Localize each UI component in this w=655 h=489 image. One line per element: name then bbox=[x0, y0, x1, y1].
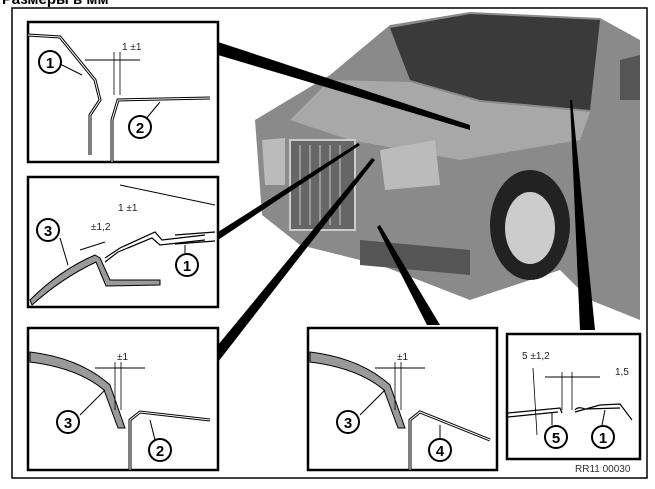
panel-bottom-right: 5 ±1,2 1,5 5 1 bbox=[505, 332, 642, 461]
dimension-label: ±1 bbox=[117, 352, 128, 363]
panel-bottom-left: ±1 3 2 bbox=[26, 326, 220, 472]
panel-middle-left: 1 ±1 ±1,2 3 1 bbox=[26, 175, 220, 309]
callout-1: 1 bbox=[183, 258, 191, 275]
dimension-label-a: 5 ±1,2 bbox=[522, 351, 550, 362]
dimension-label: ±1 bbox=[397, 352, 408, 363]
dimension-label-a: 1 ±1 bbox=[118, 203, 138, 214]
callout-2: 2 bbox=[156, 443, 164, 460]
reference-code: RR11 00030 bbox=[575, 464, 631, 475]
callout-1: 1 bbox=[46, 55, 54, 72]
callout-3: 3 bbox=[64, 415, 72, 432]
panel-bottom-middle: ±1 3 4 bbox=[306, 326, 499, 472]
callout-4: 4 bbox=[436, 443, 445, 460]
dimension-label-b: ±1,2 bbox=[91, 222, 111, 233]
dimension-label: 1 ±1 bbox=[122, 42, 142, 53]
page-title: Размеры в мм bbox=[2, 0, 109, 8]
panel-top-left: 1 ±1 1 2 bbox=[26, 20, 220, 164]
callout-5: 5 bbox=[552, 430, 560, 447]
outer-frame bbox=[11, 7, 648, 479]
leader-lines bbox=[218, 42, 595, 362]
callout-3: 3 bbox=[44, 223, 52, 240]
callout-3: 3 bbox=[344, 415, 352, 432]
dimension-label-b: 1,5 bbox=[615, 367, 629, 378]
callout-1: 1 bbox=[599, 430, 607, 447]
callout-2: 2 bbox=[136, 120, 144, 137]
